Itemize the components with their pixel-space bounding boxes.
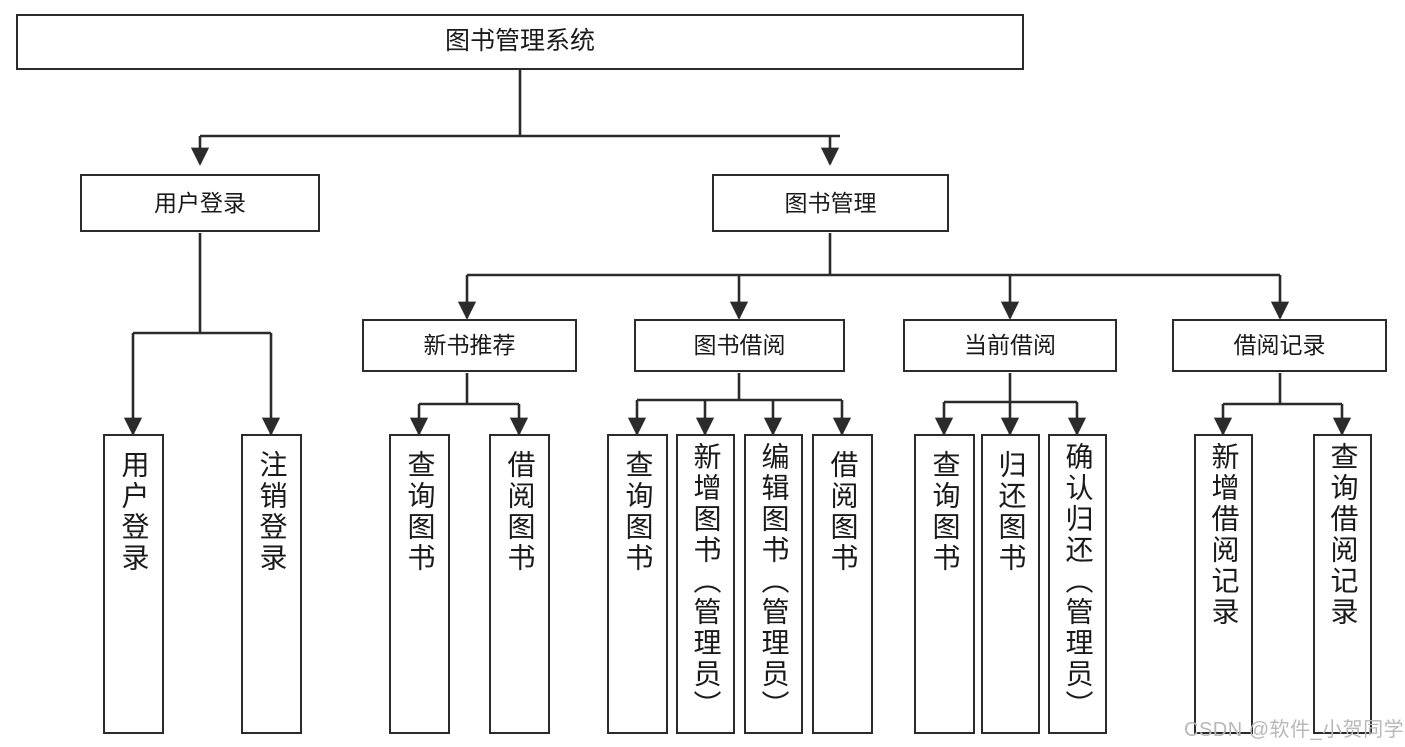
node-leaf-borrow-book-1-label: 借阅图书 (504, 450, 536, 574)
node-leaf-query-book-1-label: 查询图书 (404, 450, 436, 574)
node-borrow-record-label: 借阅记录 (1233, 332, 1326, 359)
node-root[interactable]: 图书管理系统 (16, 14, 1024, 70)
node-leaf-logout-login[interactable]: 注销登录 (241, 434, 302, 734)
node-leaf-borrow-book-2[interactable]: 借阅图书 (812, 434, 873, 734)
node-book-manage-label: 图书管理 (784, 189, 877, 216)
node-leaf-query-book-2-label: 查询图书 (622, 450, 654, 574)
node-book-borrow[interactable]: 图书借阅 (634, 319, 845, 372)
node-leaf-add-record[interactable]: 新增借阅记录 (1194, 434, 1253, 734)
node-user-login-label: 用户登录 (154, 189, 246, 216)
node-leaf-confirm-return[interactable]: 确认归还（管理员） (1048, 434, 1107, 734)
node-leaf-query-record[interactable]: 查询借阅记录 (1313, 434, 1372, 734)
node-leaf-query-book-3-label: 查询图书 (929, 450, 961, 574)
node-book-manage[interactable]: 图书管理 (712, 174, 949, 232)
node-new-book-rec[interactable]: 新书推荐 (362, 319, 577, 372)
node-leaf-add-book-label: 新增图书（管理员） (690, 442, 722, 721)
node-leaf-edit-book-label: 编辑图书（管理员） (758, 442, 790, 721)
node-leaf-return-book-label: 归还图书 (995, 450, 1027, 574)
node-leaf-query-book-2[interactable]: 查询图书 (607, 434, 668, 734)
node-user-login[interactable]: 用户登录 (80, 174, 320, 232)
node-current-borrow[interactable]: 当前借阅 (903, 319, 1117, 372)
node-new-book-rec-label: 新书推荐 (423, 332, 516, 359)
node-borrow-record[interactable]: 借阅记录 (1172, 319, 1387, 372)
node-leaf-user-login[interactable]: 用户登录 (103, 434, 164, 734)
node-leaf-edit-book[interactable]: 编辑图书（管理员） (744, 434, 803, 734)
node-leaf-query-record-label: 查询借阅记录 (1327, 442, 1359, 628)
node-leaf-add-record-label: 新增借阅记录 (1208, 442, 1240, 628)
node-leaf-user-login-label: 用户登录 (118, 450, 150, 574)
node-root-label: 图书管理系统 (444, 27, 595, 56)
node-leaf-query-book-3[interactable]: 查询图书 (914, 434, 975, 734)
node-leaf-add-book[interactable]: 新增图书（管理员） (676, 434, 735, 734)
node-leaf-confirm-return-label: 确认归还（管理员） (1062, 442, 1094, 721)
node-current-borrow-label: 当前借阅 (964, 332, 1056, 359)
node-leaf-logout-login-label: 注销登录 (256, 450, 288, 574)
node-book-borrow-label: 图书借阅 (693, 332, 786, 359)
node-leaf-borrow-book-2-label: 借阅图书 (827, 450, 859, 574)
node-leaf-borrow-book-1[interactable]: 借阅图书 (489, 434, 550, 734)
node-leaf-return-book[interactable]: 归还图书 (981, 434, 1040, 734)
node-leaf-query-book-1[interactable]: 查询图书 (389, 434, 450, 734)
